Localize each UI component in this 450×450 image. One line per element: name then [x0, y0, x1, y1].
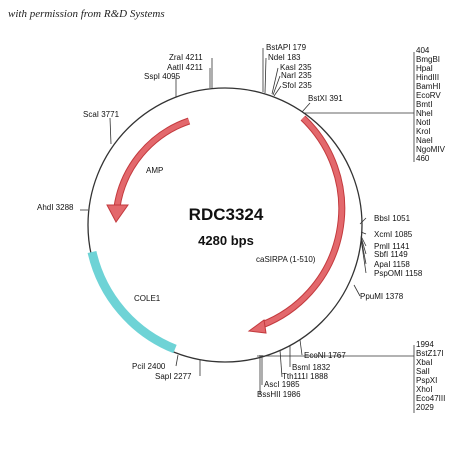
site-label: BbsI 1051: [374, 214, 411, 223]
mcs-bottom-list: 1994 BstZ17I XbaI SalI PspXI XhoI Eco47I…: [416, 340, 445, 412]
mcs-top-item: EcoRV: [416, 91, 441, 100]
mcs-bottom-item: XbaI: [416, 358, 432, 367]
site-label: SapI 2277: [155, 372, 192, 381]
site-label: PspOMI 1158: [374, 269, 423, 278]
feature-label-cole1: COLE1: [134, 294, 161, 303]
mcs-top-item: 404: [416, 46, 430, 55]
feature-label-amp: AMP: [146, 166, 163, 175]
site-label: SspI 4095: [144, 72, 181, 81]
site-label: NarI 235: [281, 71, 312, 80]
site-label: BstXI 391: [308, 94, 343, 103]
site-label: ZraI 4211: [169, 53, 203, 62]
site-label: Tth111I 1888: [282, 372, 329, 381]
site-label: XcmI 1085: [374, 230, 413, 239]
site-label: AscI 1985: [264, 380, 300, 389]
site-label: BssHII 1986: [257, 390, 301, 399]
site-label: PmlI 1141: [374, 242, 410, 251]
mcs-top-item: HindIII: [416, 73, 439, 82]
site-label: PpuMI 1378: [360, 292, 404, 301]
mcs-bottom-item: Eco47III: [416, 394, 445, 403]
mcs-bottom-item: XhoI: [416, 385, 432, 394]
mcs-top-item: NheI: [416, 109, 433, 118]
plasmid-size: 4280 bps: [198, 233, 254, 248]
feature-cole1-arc: [87, 250, 177, 354]
mcs-bottom-item: PspXI: [416, 376, 437, 385]
feature-amp-arc: [113, 117, 191, 208]
feature-label-casirpa: caSIRPA (1-510): [256, 255, 316, 264]
site-label: BstAPI 179: [266, 43, 307, 52]
site-leaders: [80, 48, 415, 413]
feature-amp-arrowhead: [106, 204, 129, 223]
mcs-top-item: BamHI: [416, 82, 440, 91]
site-label: PciI 2400: [132, 362, 166, 371]
mcs-bottom-item: BstZ17I: [416, 349, 444, 358]
mcs-top-item: NgoMIV: [416, 145, 446, 154]
feature-casirpa-arc: [260, 115, 346, 329]
mcs-top-item: BmgBI: [416, 55, 440, 64]
mcs-bottom-item: 2029: [416, 403, 434, 412]
site-label: BsmI 1832: [292, 363, 331, 372]
mcs-top-item: NotI: [416, 118, 431, 127]
site-label: AhdI 3288: [37, 203, 74, 212]
site-label: ScaI 3771: [83, 110, 120, 119]
mcs-bottom-item: SalI: [416, 367, 430, 376]
site-label: AatII 4211: [167, 63, 203, 72]
permission-credit: with permission from R&D Systems: [8, 8, 165, 20]
mcs-top-item: 460: [416, 154, 430, 163]
site-label: NdeI 183: [268, 53, 301, 62]
site-label: KasI 235: [280, 63, 312, 72]
mcs-top-item: BmtI: [416, 100, 432, 109]
plasmid-backbone: [87, 87, 363, 363]
site-label: SbfI 1149: [374, 250, 408, 259]
site-label: SfoI 235: [282, 81, 312, 90]
site-label: EcoNI 1767: [304, 351, 346, 360]
feature-amp-arc-fill: [114, 118, 190, 208]
site-label: ApaI 1158: [374, 260, 410, 269]
mcs-bottom-item: 1994: [416, 340, 434, 349]
plasmid-name: RDC3324: [189, 205, 264, 224]
feature-casirpa-arc-fill: [261, 116, 345, 328]
mcs-top-item: NaeI: [416, 136, 433, 145]
feature-casirpa-arrowhead: [247, 319, 267, 334]
mcs-top-item: KroI: [416, 127, 431, 136]
mcs-top-list: 404 BmgBI HpaI HindIII BamHI EcoRV BmtI …: [416, 46, 446, 163]
mcs-top-item: HpaI: [416, 64, 433, 73]
